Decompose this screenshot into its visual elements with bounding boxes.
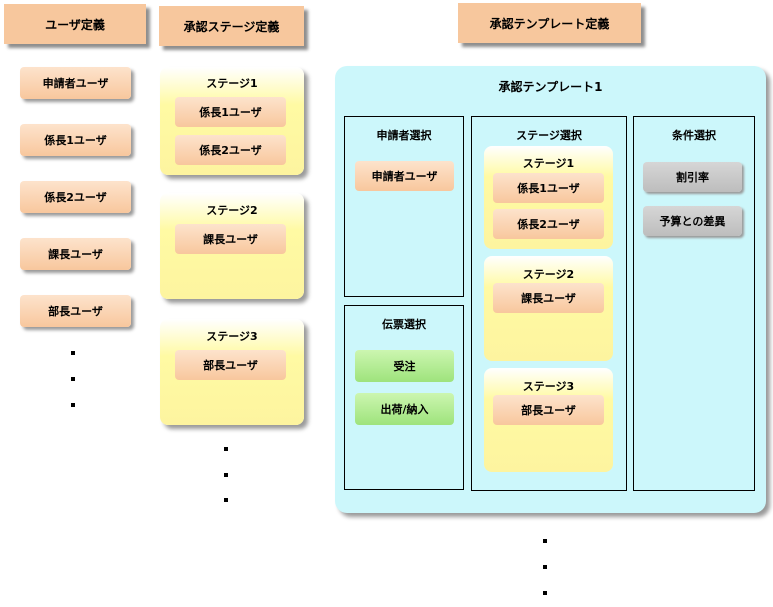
stage-user-item: 部長ユーザ — [493, 395, 604, 425]
voucher-selection-panel: 伝票選択 受注 出荷/納入 — [344, 305, 464, 490]
stage-title: ステージ2 — [206, 204, 258, 217]
user-section-chief-2: 係長2ユーザ — [20, 181, 131, 213]
approval-template-1: 承認テンプレート1 申請者選択 申請者ユーザ 伝票選択 受注 出荷/納入 ステー… — [335, 66, 766, 513]
ellipsis-dot — [224, 447, 228, 451]
voucher-item-order: 受注 — [355, 350, 454, 382]
stage-title: ステージ1 — [206, 77, 258, 90]
selected-stage-1: ステージ1 係長1ユーザ 係長2ユーザ — [484, 146, 613, 249]
stage-title: ステージ1 — [522, 157, 575, 170]
panel-title: ステージ選択 — [516, 129, 582, 142]
ellipsis-dot — [71, 377, 75, 381]
selected-stage-2: ステージ2 課長ユーザ — [484, 256, 613, 361]
stage-user-item: 課長ユーザ — [493, 283, 604, 313]
stage-definition-3: ステージ3 部長ユーザ — [160, 319, 304, 425]
condition-item-discount-rate: 割引率 — [643, 162, 742, 192]
stage-definition-header: 承認ステージ定義 — [159, 6, 304, 46]
ellipsis-dot — [543, 539, 547, 543]
stage-title: ステージ3 — [522, 380, 575, 393]
ellipsis-dot — [224, 498, 228, 502]
template-definition-header: 承認テンプレート定義 — [458, 3, 641, 43]
panel-title: 条件選択 — [672, 129, 716, 142]
stage-user-item: 係長2ユーザ — [175, 135, 286, 165]
applicant-selection-panel: 申請者選択 申請者ユーザ — [344, 116, 464, 297]
user-section-chief-1: 係長1ユーザ — [20, 124, 131, 156]
template-title: 承認テンプレート1 — [498, 80, 603, 94]
panel-title: 申請者選択 — [376, 129, 432, 142]
ellipsis-dot — [543, 591, 547, 595]
stage-user-item: 課長ユーザ — [175, 224, 286, 254]
ellipsis-dot — [71, 403, 75, 407]
user-director: 部長ユーザ — [20, 295, 131, 327]
ellipsis-dot — [224, 473, 228, 477]
selected-stage-3: ステージ3 部長ユーザ — [484, 368, 613, 472]
stage-definition-1: ステージ1 係長1ユーザ 係長2ユーザ — [160, 67, 304, 175]
stage-definition-2: ステージ2 課長ユーザ — [160, 193, 304, 299]
stage-user-item: 係長1ユーザ — [175, 97, 286, 127]
user-manager: 課長ユーザ — [20, 238, 131, 270]
user-definition-header: ユーザ定義 — [4, 4, 146, 44]
voucher-item-shipment: 出荷/納入 — [355, 393, 454, 425]
stage-selection-panel: ステージ選択 ステージ1 係長1ユーザ 係長2ユーザ ステージ2 課長ユーザ ス… — [471, 116, 627, 491]
panel-title: 伝票選択 — [382, 318, 426, 331]
user-applicant: 申請者ユーザ — [20, 67, 131, 99]
ellipsis-dot — [543, 565, 547, 569]
stage-user-item: 係長1ユーザ — [493, 173, 604, 203]
condition-item-budget-variance: 予算との差異 — [643, 206, 742, 236]
stage-user-item: 部長ユーザ — [175, 350, 286, 380]
stage-title: ステージ3 — [206, 330, 258, 343]
condition-selection-panel: 条件選択 割引率 予算との差異 — [633, 116, 755, 491]
ellipsis-dot — [71, 351, 75, 355]
stage-title: ステージ2 — [522, 268, 575, 281]
applicant-user-item: 申請者ユーザ — [355, 161, 454, 191]
stage-user-item: 係長2ユーザ — [493, 209, 604, 239]
